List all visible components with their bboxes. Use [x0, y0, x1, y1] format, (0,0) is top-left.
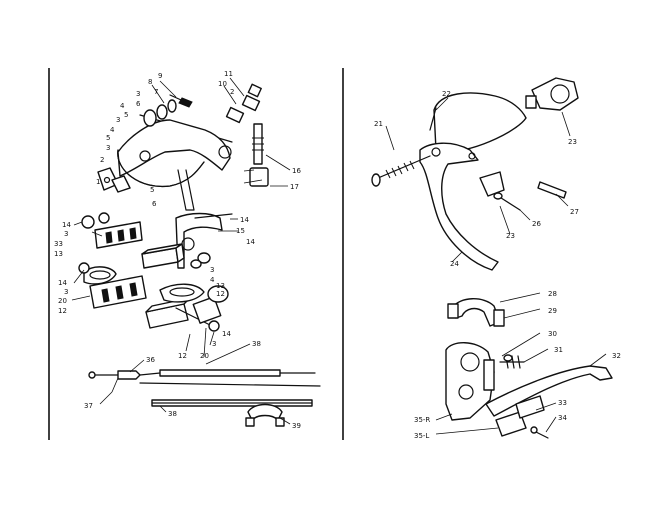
callout-29: 29	[548, 307, 557, 315]
callout-7: 7	[154, 88, 158, 96]
callout-10: 10	[218, 80, 227, 88]
callout-13: 13	[54, 250, 63, 258]
callout-3: 3	[136, 90, 140, 98]
caliper-brake-assembly	[78, 83, 269, 332]
callout-5: 5	[124, 111, 128, 119]
callout-20: 20	[200, 352, 209, 360]
callout-30: 30	[548, 330, 557, 338]
callout-23: 23	[568, 138, 577, 146]
callout-39: 39	[292, 422, 301, 430]
callout-15: 15	[236, 227, 245, 235]
callout-36: 36	[146, 356, 155, 364]
callout-9: 9	[158, 72, 162, 80]
callout-2: 2	[100, 156, 104, 164]
callout-5: 5	[150, 186, 154, 194]
callout-13: 13	[216, 282, 225, 290]
callout-28: 28	[548, 290, 557, 298]
callout-2: 2	[230, 88, 234, 96]
callout-31: 31	[554, 346, 563, 354]
callout-12: 12	[58, 307, 67, 315]
callout-leaders	[71, 77, 607, 435]
callout-3: 3	[64, 288, 68, 296]
callout-3: 3	[116, 116, 120, 124]
callout-35-l: 35-L	[414, 432, 429, 440]
callout-34: 34	[558, 414, 567, 422]
callout-14: 14	[240, 216, 249, 224]
callout-37: 37	[84, 402, 93, 410]
callout-33: 33	[54, 240, 63, 248]
callout-3: 3	[210, 266, 214, 274]
callout-11: 11	[224, 70, 233, 78]
callout-38: 38	[168, 410, 177, 418]
callout-21: 21	[374, 120, 383, 128]
callout-3: 3	[64, 230, 68, 238]
callout-4: 4	[210, 276, 215, 284]
callout-14: 14	[222, 330, 231, 338]
callout-3: 3	[212, 340, 216, 348]
callout-14: 14	[62, 221, 71, 229]
callout-12: 12	[216, 290, 225, 298]
callout-4: 4	[110, 126, 115, 134]
callout-6: 6	[136, 100, 141, 108]
callout-17: 17	[290, 183, 299, 191]
callout-38: 38	[252, 340, 261, 348]
callout-6: 6	[152, 200, 157, 208]
callout-26: 26	[532, 220, 541, 228]
callout-27: 27	[570, 208, 579, 216]
callout-33: 33	[558, 399, 567, 407]
callout-12: 12	[178, 352, 187, 360]
callout-labels: 9 8 7 6 3 4 5 11 10 2 3 4 5 3 2 1 16 17 …	[54, 70, 621, 440]
callout-8: 8	[148, 78, 152, 86]
callout-22: 22	[442, 90, 451, 98]
callout-5: 5	[106, 134, 110, 142]
rear-brake-assembly	[445, 298, 613, 439]
callout-35-r: 35-R	[414, 416, 430, 424]
callout-14: 14	[58, 279, 67, 287]
callout-32: 32	[612, 352, 621, 360]
callout-14: 14	[246, 238, 255, 246]
brake-lever-assembly	[371, 77, 579, 271]
callout-23: 23	[506, 232, 515, 240]
brake-cable-parts	[88, 369, 321, 427]
callout-4: 4	[120, 102, 125, 110]
callout-24: 24	[450, 260, 459, 268]
callout-1: 1	[96, 178, 100, 186]
callout-20: 20	[58, 297, 67, 305]
callout-3: 3	[106, 144, 110, 152]
callout-16: 16	[292, 167, 301, 175]
